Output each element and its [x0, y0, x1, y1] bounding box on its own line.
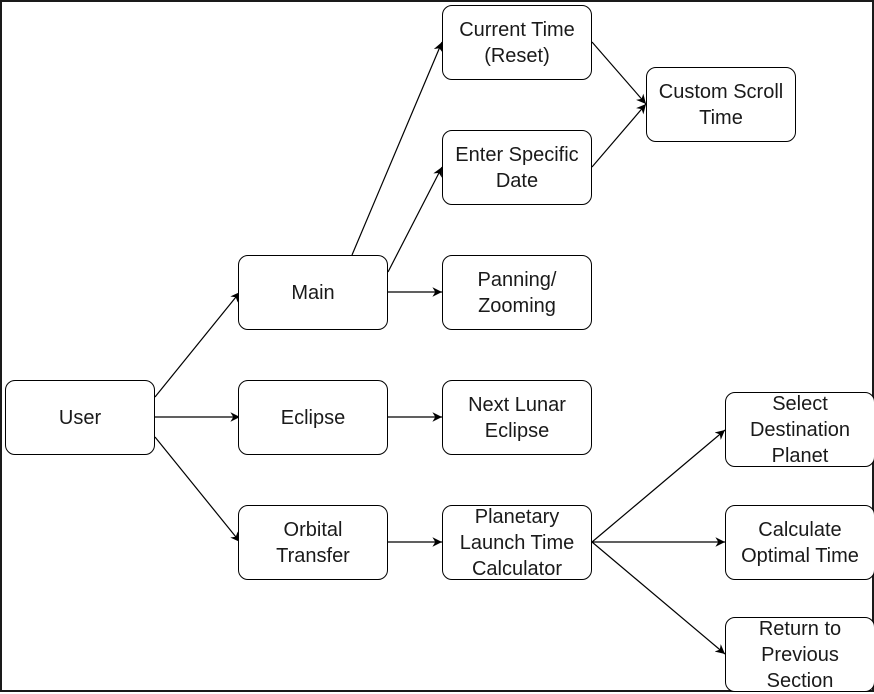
edge-current-time-to-custom-scroll — [591, 41, 647, 105]
node-return-to-previous-section[interactable]: Return to Previous Section — [725, 617, 874, 692]
edge-user-to-orbital-transfer — [154, 436, 241, 543]
node-main[interactable]: Main — [238, 255, 388, 330]
edge-enter-date-to-custom-scroll — [591, 103, 647, 168]
node-panning-zooming-label: Panning/ Zooming — [477, 268, 557, 317]
node-user[interactable]: User — [5, 380, 155, 455]
node-main-label: Main — [291, 281, 335, 304]
node-return-to-previous-section-label: Return to Previous Section — [758, 617, 842, 692]
node-eclipse[interactable]: Eclipse — [238, 380, 388, 455]
node-current-time[interactable]: Current Time (Reset) — [442, 5, 592, 80]
node-orbital-transfer[interactable]: Orbital Transfer — [238, 505, 388, 580]
node-eclipse-label: Eclipse — [280, 406, 346, 429]
edge-planetary-to-return — [591, 541, 726, 655]
node-next-lunar-eclipse-label: Next Lunar Eclipse — [468, 393, 566, 442]
node-current-time-label: Current Time (Reset) — [459, 18, 575, 67]
node-next-lunar-eclipse[interactable]: Next Lunar Eclipse — [442, 380, 592, 455]
edge-main-to-current-time — [351, 41, 443, 256]
node-calculate-optimal-time-label: Calculate Optimal Time — [741, 518, 859, 567]
node-select-destination-planet[interactable]: Select Destination Planet — [725, 392, 874, 467]
node-orbital-transfer-label: Orbital Transfer — [276, 518, 350, 567]
node-enter-specific-date[interactable]: Enter Specific Date — [442, 130, 592, 205]
node-planetary-launch-time-calculator[interactable]: Planetary Launch Time Calculator — [442, 505, 592, 580]
node-panning-zooming[interactable]: Panning/ Zooming — [442, 255, 592, 330]
node-user-label: User — [58, 406, 102, 429]
edge-planetary-to-select-planet — [591, 429, 726, 543]
edge-main-to-enter-date — [387, 166, 443, 273]
edge-user-to-main — [154, 291, 241, 398]
node-select-destination-planet-label: Select Destination Planet — [749, 392, 851, 467]
node-enter-specific-date-label: Enter Specific Date — [455, 143, 579, 192]
node-custom-scroll-time[interactable]: Custom Scroll Time — [646, 67, 796, 142]
node-calculate-optimal-time[interactable]: Calculate Optimal Time — [725, 505, 874, 580]
node-custom-scroll-time-label: Custom Scroll Time — [658, 80, 784, 129]
node-planetary-launch-time-calculator-label: Planetary Launch Time Calculator — [459, 505, 575, 580]
